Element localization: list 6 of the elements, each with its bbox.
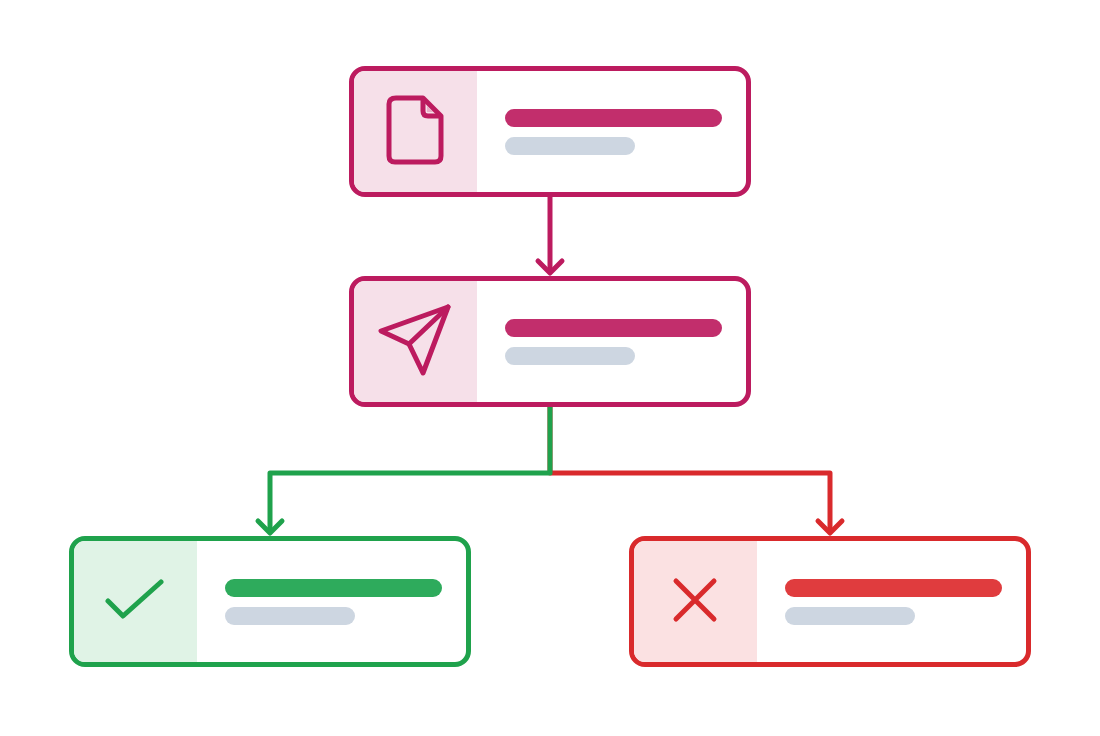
flow-step-card	[629, 536, 1031, 667]
flow-step-card	[69, 536, 471, 667]
flow-step-card	[349, 276, 751, 407]
flow-step-card	[349, 66, 751, 197]
connector-arrow	[535, 196, 565, 276]
connector-arrow	[255, 406, 553, 536]
